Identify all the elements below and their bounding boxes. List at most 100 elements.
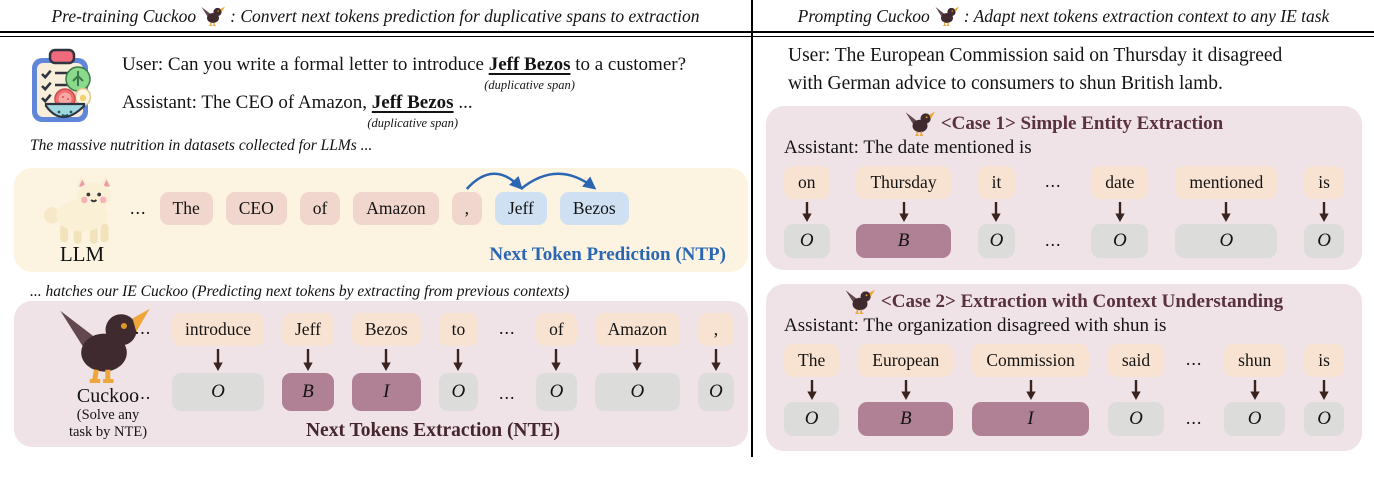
tag-B: B (856, 224, 951, 258)
token-of: of (536, 313, 577, 346)
token-tag-column: it O (977, 166, 1016, 258)
left-title-prefix: Pre-training Cuckoo (51, 5, 197, 26)
tag-O: O (1304, 224, 1344, 258)
llm-token-of: of (299, 192, 341, 225)
token-tag-column: of O (536, 313, 577, 411)
ellipsis-column: ... ... (1042, 166, 1064, 258)
llm-token-Jeff: Jeff (494, 192, 547, 225)
note-hatches-cuckoo: ... hatches our IE Cuckoo (Predicting ne… (30, 283, 570, 300)
token-tag-column: introduce O (171, 313, 265, 411)
tag-I: I (972, 402, 1089, 436)
token-tag-column: , O (697, 313, 734, 411)
token-to: to (438, 313, 479, 346)
case2-title-row: <Case 2> Extraction with Context Underst… (766, 284, 1362, 314)
cuckoo-bird-icon (201, 6, 226, 26)
token-Bezos: Bezos (351, 313, 421, 346)
tag-O: O (171, 373, 265, 411)
cuckoo-band: Cuckoo (Solve any task by NTE) ... ... in… (14, 301, 748, 447)
token-tag-column: Jeff B (282, 313, 334, 411)
case1-box: <Case 1> Simple Entity Extraction Assist… (766, 106, 1362, 270)
nutrition-checklist-icon (32, 48, 92, 122)
down-arrow-icon (453, 349, 464, 371)
down-arrow-icon (303, 349, 313, 371)
user-line-prefix: User: Can you write a formal letter to i… (122, 54, 489, 75)
tag-B: B (858, 402, 954, 436)
assistant-line: Assistant: The CEO of Amazon, Jeff Bezos… (122, 84, 742, 130)
down-arrow-icon (1249, 380, 1260, 400)
right-panel-title: Prompting Cuckoo : Adapt next tokens ext… (753, 0, 1374, 32)
tag-O: O (977, 224, 1016, 258)
pretraining-dialogue: User: Can you write a formal letter to i… (122, 46, 742, 130)
down-arrow-icon (802, 202, 812, 222)
token-tag-column: Amazon O (594, 313, 680, 411)
token-tag-column: shun O (1224, 344, 1286, 436)
token-The: The (784, 344, 840, 377)
token-Amazon: Amazon (594, 313, 680, 346)
duplicative-span-note: (duplicative span) (367, 116, 458, 130)
nte-label: Next Tokens Extraction (NTE) (305, 420, 561, 441)
token-ellipsis: ... (130, 198, 147, 218)
down-arrow-icon (632, 349, 643, 371)
cuckoo-label-block: Cuckoo (Solve any task by NTE) (38, 385, 178, 441)
token-tag-column: on O (784, 166, 830, 258)
token-tag-column: is O (1304, 166, 1344, 258)
tag-B: B (282, 373, 334, 411)
panel-divider (751, 0, 753, 457)
token-on: on (784, 166, 830, 199)
token-tag-column: Thursday B (856, 166, 951, 258)
llama-icon (43, 176, 112, 244)
token-tag-column: The O (784, 344, 840, 436)
assistant-line-suffix: ... (453, 92, 473, 113)
tag-O: O (536, 373, 577, 411)
right-user-line1: User: The European Commission said on Th… (788, 45, 1283, 66)
llm-label: LLM (59, 242, 105, 266)
down-arrow-icon (1131, 380, 1141, 400)
token-shun: shun (1224, 344, 1286, 377)
token-ellipsis: ... (134, 318, 152, 338)
tag-O: O (1107, 402, 1165, 436)
user-line: User: Can you write a formal letter to i… (122, 46, 742, 92)
tag-O: O (594, 373, 680, 411)
case1-assistant: Assistant: The date mentioned is (784, 137, 1032, 158)
down-arrow-icon (901, 380, 911, 400)
duplicative-span-note: (duplicative span) (484, 78, 575, 92)
down-arrow-icon (1319, 380, 1329, 400)
token-tag-column: date O (1091, 166, 1149, 258)
llm-token-Amazon: Amazon (353, 192, 439, 225)
duplicative-span-assistant: Jeff Bezos(duplicative span) (367, 92, 458, 130)
tag-I: I (351, 373, 421, 411)
down-arrow-icon (213, 349, 223, 371)
token-said: said (1107, 344, 1165, 377)
down-arrow-icon (551, 349, 562, 371)
token-European: European (858, 344, 954, 377)
case1-title: <Case 1> Simple Entity Extraction (940, 112, 1224, 134)
cuckoo-sublabel-1: (Solve any (76, 407, 140, 423)
tag-ellipsis: ... (134, 383, 152, 403)
token-Thursday: Thursday (856, 166, 951, 199)
cuckoo-bird-icon (905, 111, 935, 136)
token-introduce: introduce (171, 313, 265, 346)
note-massive-nutrition: The massive nutrition in datasets collec… (30, 137, 373, 154)
token-tag-column: Commission I (972, 344, 1089, 436)
case2-assistant: Assistant: The organization disagreed wi… (784, 315, 1167, 336)
tag-O: O (784, 402, 840, 436)
llm-token-The: The (159, 192, 213, 225)
tag-O: O (1224, 402, 1286, 436)
token-Jeff: Jeff (282, 313, 334, 346)
cuckoo-label: Cuckoo (76, 385, 140, 407)
tag-O: O (1304, 402, 1344, 436)
tag-ellipsis: ... (1185, 408, 1203, 428)
left-title-suffix: : Convert next tokens prediction for dup… (230, 5, 700, 26)
assistant-line-prefix: Assistant: The CEO of Amazon, (122, 92, 372, 113)
cuckoo-bird-icon (845, 289, 875, 314)
tag-O: O (784, 224, 830, 258)
down-arrow-icon (1025, 380, 1036, 400)
token-tag-column: said O (1107, 344, 1165, 436)
token-tag-column: to O (438, 313, 479, 411)
ellipsis-column: ... ... (496, 313, 518, 411)
down-arrow-icon (898, 202, 909, 222)
